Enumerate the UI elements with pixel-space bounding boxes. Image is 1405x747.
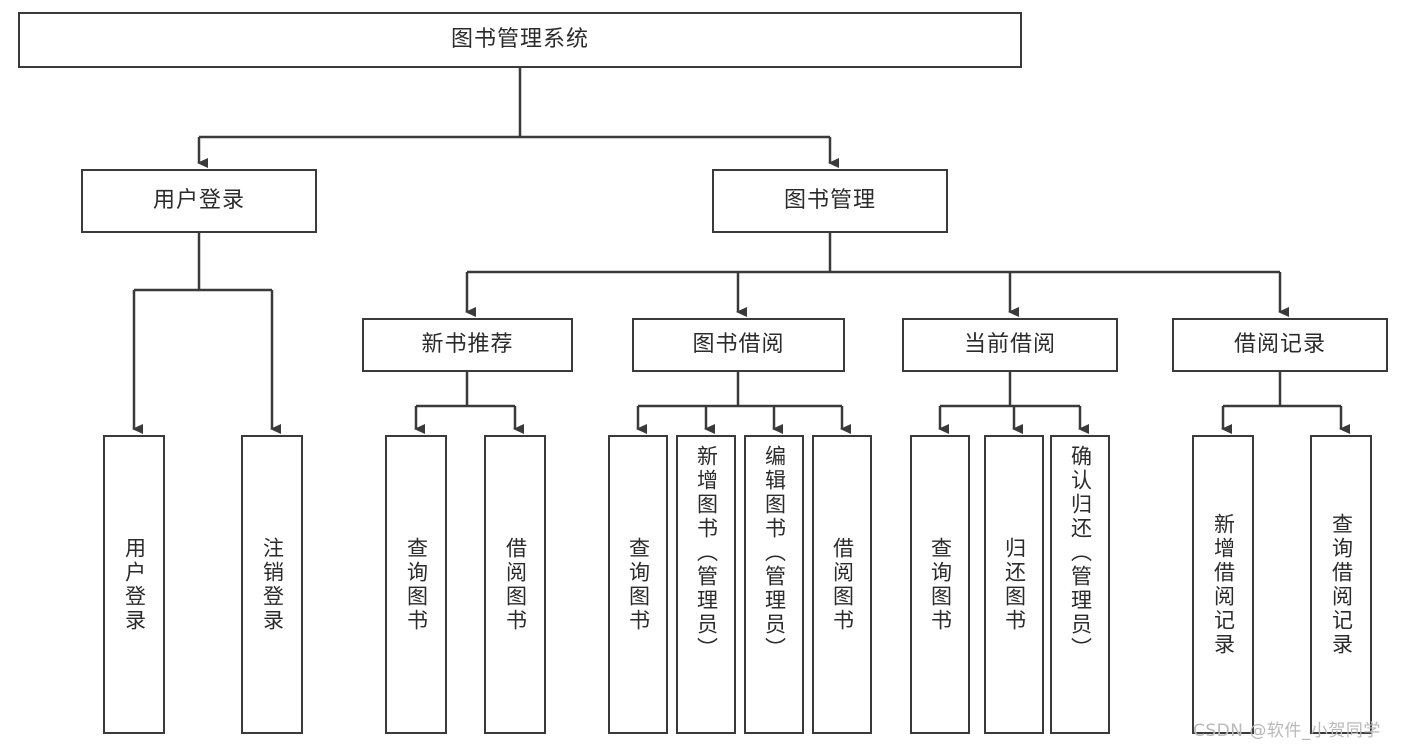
node-leaf-confirm-return-admin-label: 确认归还（管理员） [1068, 445, 1093, 661]
node-leaf-query-book-2-label: 查询图书 [626, 536, 651, 633]
node-book-management-label: 图书管理 [783, 188, 876, 214]
node-leaf-borrow-book-1[interactable]: 借阅图书 [484, 435, 546, 734]
node-leaf-query-book-1-label: 查询图书 [404, 536, 429, 633]
node-leaf-confirm-return-admin[interactable]: 确认归还（管理员） [1050, 435, 1110, 734]
node-leaf-query-book-3[interactable]: 查询图书 [910, 435, 970, 734]
node-leaf-borrow-book-2[interactable]: 借阅图书 [812, 435, 872, 734]
node-user-login[interactable]: 用户登录 [81, 169, 317, 233]
node-leaf-query-book-3-label: 查询图书 [928, 536, 953, 633]
node-root[interactable]: 图书管理系统 [18, 12, 1022, 68]
node-leaf-add-book-admin[interactable]: 新增图书（管理员） [676, 435, 736, 734]
node-root-label: 图书管理系统 [450, 27, 589, 53]
node-leaf-add-borrow-record-label: 新增借阅记录 [1211, 512, 1236, 657]
node-leaf-query-book-1[interactable]: 查询图书 [385, 435, 447, 734]
node-leaf-user-login[interactable]: 用户登录 [103, 435, 165, 734]
node-leaf-add-book-admin-label: 新增图书（管理员） [694, 445, 719, 661]
node-current-borrow[interactable]: 当前借阅 [902, 318, 1118, 372]
node-new-book-recommend[interactable]: 新书推荐 [362, 318, 573, 372]
node-leaf-logout-login[interactable]: 注销登录 [241, 435, 303, 734]
node-leaf-return-book-label: 归还图书 [1002, 536, 1027, 633]
node-leaf-user-login-label: 用户登录 [122, 536, 147, 633]
node-leaf-edit-book-admin-label: 编辑图书（管理员） [762, 445, 787, 661]
node-user-login-label: 用户登录 [152, 188, 245, 214]
csdn-watermark: CSDN @软件_小贺同学 [1193, 721, 1381, 741]
node-leaf-query-borrow-record-label: 查询借阅记录 [1329, 512, 1354, 657]
node-borrow-record-label: 借阅记录 [1233, 332, 1326, 358]
node-borrow-record[interactable]: 借阅记录 [1172, 318, 1388, 372]
node-book-borrow[interactable]: 图书借阅 [632, 318, 845, 372]
node-leaf-logout-login-label: 注销登录 [260, 536, 285, 633]
node-leaf-return-book[interactable]: 归还图书 [984, 435, 1044, 734]
node-leaf-edit-book-admin[interactable]: 编辑图书（管理员） [744, 435, 804, 734]
node-new-book-recommend-label: 新书推荐 [421, 332, 514, 358]
node-current-borrow-label: 当前借阅 [963, 332, 1056, 358]
node-leaf-query-book-2[interactable]: 查询图书 [608, 435, 668, 734]
node-leaf-add-borrow-record[interactable]: 新增借阅记录 [1192, 435, 1254, 734]
node-book-management[interactable]: 图书管理 [712, 169, 948, 233]
node-leaf-query-borrow-record[interactable]: 查询借阅记录 [1310, 435, 1372, 734]
node-leaf-borrow-book-2-label: 借阅图书 [830, 536, 855, 633]
node-book-borrow-label: 图书借阅 [692, 332, 785, 358]
node-leaf-borrow-book-1-label: 借阅图书 [503, 536, 528, 633]
